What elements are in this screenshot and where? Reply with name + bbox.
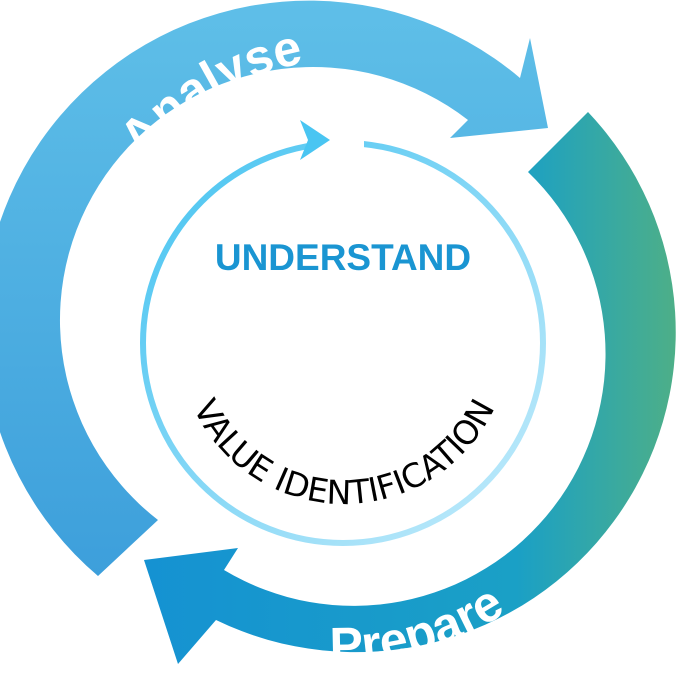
value-identification-label: VALUE IDENTIFICATION (186, 392, 502, 512)
prepare-arrow (144, 112, 676, 664)
center-title: UNDERSTAND (215, 237, 471, 278)
inner-arrowhead-icon (300, 120, 330, 160)
prepare-label: Prepare (329, 574, 512, 674)
analyse-arrow (0, 0, 548, 576)
